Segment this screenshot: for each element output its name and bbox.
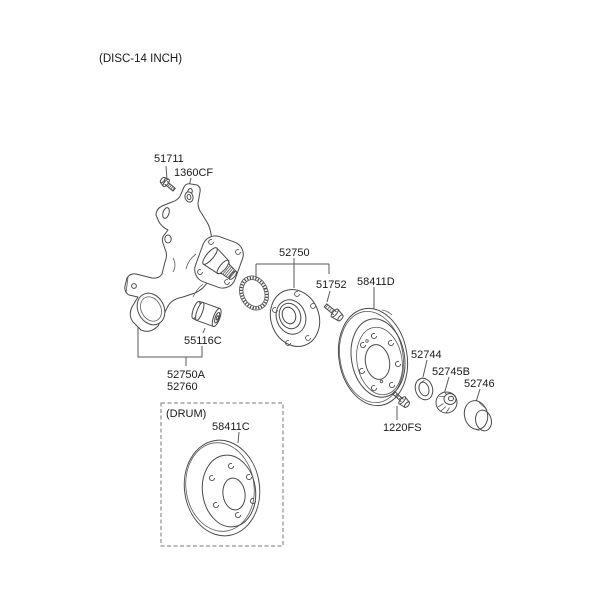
- drum-outer: [183, 439, 261, 537]
- nut-bore: [448, 395, 454, 402]
- leader-51711: [165, 165, 168, 181]
- disc-face: [350, 318, 406, 398]
- hub-bore: [281, 306, 297, 325]
- part-label-52745B: 52745B: [432, 366, 470, 378]
- hub-stud-hole: [285, 340, 291, 346]
- screw-flange: [398, 396, 406, 405]
- disc-rim: [339, 310, 404, 404]
- leader-52746: [475, 388, 481, 403]
- leader-51752: [326, 290, 331, 303]
- wheel-hub-drawing: [269, 289, 321, 347]
- disc-stud-hole: [387, 339, 395, 347]
- disc-rim-edge: [381, 309, 393, 316]
- drum-stud-hole: [249, 497, 257, 505]
- knuckle-mid-hole: [164, 234, 172, 244]
- drum-stud-hole: [208, 474, 216, 482]
- spindle-shaft: [202, 247, 238, 280]
- hub-stud-hole: [294, 291, 300, 297]
- hub-flange: [269, 289, 321, 347]
- disc-stud-hole: [394, 360, 402, 368]
- disc-hat: [356, 326, 403, 396]
- leader-52744: [422, 359, 428, 378]
- drum-bore: [222, 477, 246, 511]
- drum-stud-hole: [227, 462, 235, 470]
- knuckle-drawing: [124, 183, 244, 332]
- part-label-52760: 52760: [167, 381, 198, 393]
- part-label-1220FS: 1220FS: [383, 422, 422, 434]
- bracket-52750A-52760: [137, 318, 203, 366]
- drum-rim: [185, 442, 255, 532]
- part-label-1360CF: 1360CF: [174, 167, 213, 179]
- leader-55116C: [202, 327, 206, 334]
- disc-screw-hole: [365, 339, 369, 343]
- wheel-stud-drawing: [323, 303, 344, 322]
- disc-stud-hole: [388, 381, 396, 389]
- grease-cap-drawing: [463, 400, 492, 432]
- drum-variant-box: [160, 402, 284, 547]
- nut-body: [435, 391, 458, 414]
- disc-screw-hole: [379, 379, 384, 384]
- part-label-51752: 51752: [316, 279, 347, 291]
- castle-nut-drawing: [435, 390, 458, 414]
- spindle-washer-drawing: [414, 377, 434, 401]
- flange-hole: [208, 239, 214, 245]
- disc-stud-hole: [370, 332, 378, 340]
- hub-stud-hole: [310, 303, 316, 309]
- hub-stud-hole: [305, 335, 311, 341]
- bolt-flange: [162, 178, 170, 188]
- part-labels: 51711 1360CF 52750 51752 58411D 55116C 5…: [154, 153, 495, 434]
- knuckle-rib-lines: [172, 253, 204, 298]
- leader-58411C: [237, 431, 240, 444]
- knuckle-arm-hole: [131, 283, 137, 289]
- part-label-58411D: 58411D: [357, 276, 395, 288]
- part-label-51711: 51711: [154, 153, 184, 165]
- drum-caption: (DRUM): [166, 408, 206, 420]
- knuckle-oval-hole: [162, 207, 170, 219]
- disc-screw-drawing: [392, 390, 411, 408]
- stud-flange: [330, 308, 339, 318]
- snap-ring-drawing: [239, 275, 269, 311]
- disc-bore: [364, 344, 391, 380]
- nut-facets: [437, 390, 450, 414]
- drum-stud-hole: [212, 501, 220, 509]
- spindle-threads: [222, 265, 236, 279]
- hub-ring: [278, 302, 302, 330]
- brake-disc-drawing: [337, 307, 409, 407]
- screw-threads: [392, 391, 402, 400]
- knuckle-bushing-housing-inner: [140, 296, 162, 322]
- bushing-drawing: [191, 300, 222, 328]
- part-label-52746: 52746: [464, 378, 495, 390]
- disc-stud-hole: [358, 367, 366, 375]
- brake-drum-drawing: [183, 439, 261, 537]
- part-label-52750A: 52750A: [167, 369, 206, 381]
- page-title: (DISC-14 INCH): [99, 53, 182, 65]
- bolt-threads: [167, 183, 176, 191]
- flange-hole: [224, 279, 230, 285]
- disc-stud-hole: [359, 341, 367, 349]
- part-label-52744: 52744: [411, 349, 442, 361]
- knuckle-arm-edge: [125, 276, 129, 294]
- part-label-55116C: 55116C: [184, 335, 222, 347]
- bracket-52750: [255, 258, 330, 288]
- flange-hole: [235, 249, 241, 255]
- stud-threads: [324, 304, 335, 314]
- cap-face: [475, 409, 492, 432]
- nut-face: [443, 393, 457, 405]
- drum-stud-hole: [245, 473, 253, 481]
- part-label-52750: 52750: [279, 247, 310, 259]
- mount-bolt-drawing: [159, 176, 176, 192]
- washer-tab: [417, 377, 425, 384]
- flange-hole: [197, 269, 203, 275]
- knuckle-bushing-housing: [136, 292, 166, 326]
- part-label-58411C: 58411C: [212, 421, 250, 433]
- washer-1360CF-drawing: [184, 191, 194, 203]
- disc-stud-hole: [370, 384, 378, 392]
- drum-stud-hole: [234, 511, 242, 519]
- hub-boss: [275, 299, 307, 335]
- leader-52745B: [444, 376, 450, 392]
- drum-face: [201, 454, 257, 528]
- hub-stud-hole: [272, 307, 278, 313]
